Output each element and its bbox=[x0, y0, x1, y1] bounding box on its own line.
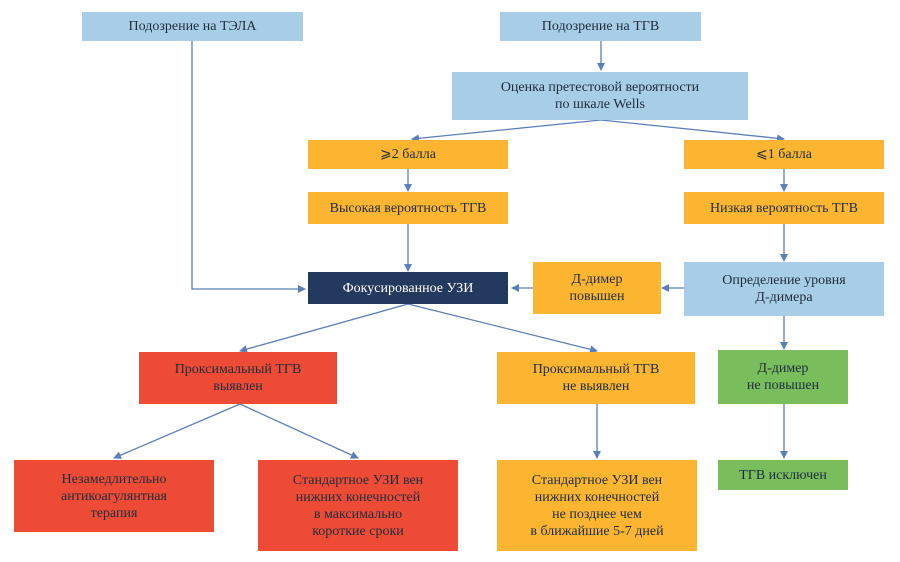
node-immediate-anticoagulation: Незамедлительно антикоагулянтная терапия bbox=[14, 460, 214, 532]
node-ddimer-high: Д-димер повышен bbox=[533, 262, 661, 314]
arrow-prox-found-to-standard-us-asap bbox=[239, 403, 359, 459]
node-standard-us-5-7-days: Стандартное УЗИ вен нижних конечностей н… bbox=[497, 460, 697, 551]
arrow-wells-to-high-score bbox=[411, 119, 602, 143]
node-proximal-dvt-not-found: Проксимальный ТГВ не выявлен bbox=[497, 352, 695, 404]
node-score-low: ⩽1 балла bbox=[684, 140, 884, 169]
node-suspect-pe: Подозрение на ТЭЛА bbox=[82, 12, 303, 41]
node-proximal-dvt-found: Проксимальный ТГВ выявлен bbox=[139, 352, 337, 404]
node-high-probability: Высокая вероятность ТГВ bbox=[308, 192, 508, 224]
node-standard-us-asap: Стандартное УЗИ вен нижних конечностей в… bbox=[258, 460, 458, 551]
arrow-prox-found-to-immediate-ac bbox=[113, 403, 241, 459]
node-score-high: ⩾2 балла bbox=[308, 140, 508, 169]
node-ddimer-normal: Д-димер не повышен bbox=[718, 350, 848, 404]
node-wells-score: Оценка претестовой вероятности по шкале … bbox=[452, 72, 748, 120]
arrow-focused-us-to-prox-not-found bbox=[407, 303, 598, 354]
node-dvt-excluded: ТГВ исключен bbox=[718, 460, 848, 490]
node-focused-ultrasound: Фокусированное УЗИ bbox=[308, 272, 508, 304]
arrow-pe-to-focused-us bbox=[191, 41, 306, 293]
node-low-probability: Низкая вероятность ТГВ bbox=[684, 192, 884, 224]
arrow-wells-to-low-score bbox=[600, 119, 785, 143]
node-ddimer-test: Определение уровня Д-димера bbox=[684, 262, 884, 316]
arrow-focused-us-to-prox-found bbox=[239, 303, 409, 353]
node-suspect-dvt: Подозрение на ТГВ bbox=[500, 12, 701, 41]
